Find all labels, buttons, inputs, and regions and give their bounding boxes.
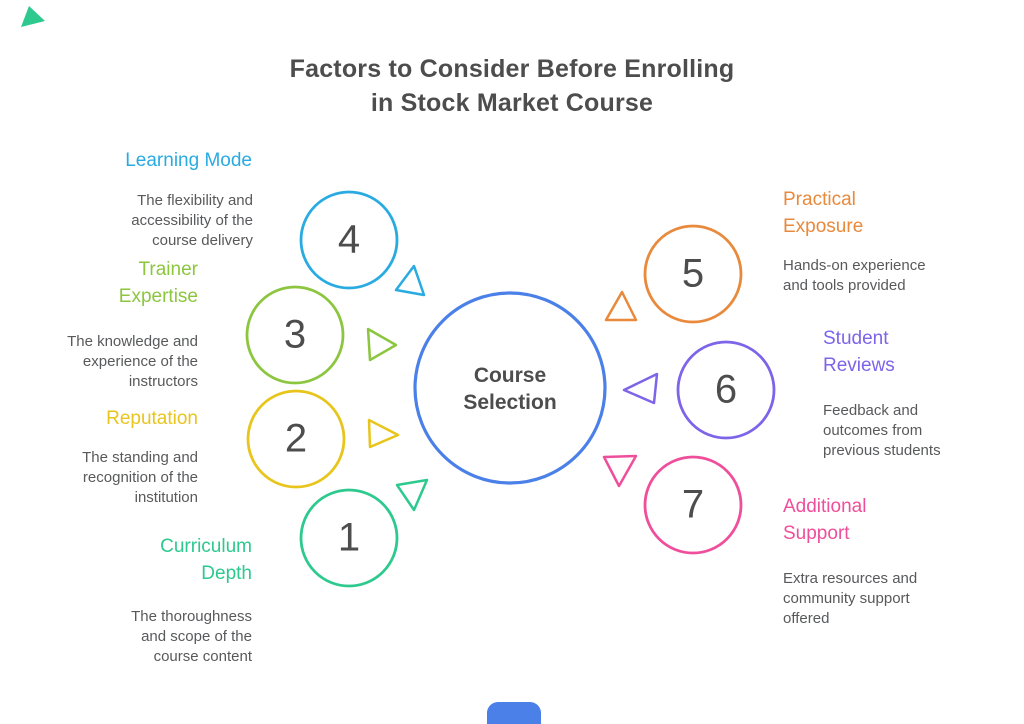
bottom-blob-decoration bbox=[487, 702, 541, 724]
factor-circle-2 bbox=[246, 389, 346, 489]
factor-number-3: 3 bbox=[283, 312, 307, 357]
factor-label-learning-mode: Learning Mode bbox=[125, 150, 252, 171]
factor-circle-3 bbox=[245, 285, 345, 385]
factor-desc-trainer-expertise: The knowledge and experience of the inst… bbox=[67, 333, 198, 390]
factor-label-practical-exposure: Practical Exposure bbox=[783, 189, 864, 237]
factor-number-2: 2 bbox=[284, 416, 308, 461]
factor-number-6: 6 bbox=[714, 367, 738, 412]
factor-desc-learning-mode: The flexibility and accessibility of the… bbox=[131, 192, 253, 249]
page-title-line2: in Stock Market Course bbox=[370, 89, 654, 117]
factor-label-curriculum-depth: Curriculum Depth bbox=[160, 536, 252, 584]
factor-number-1: 1 bbox=[337, 515, 361, 560]
factor-number-5: 5 bbox=[681, 251, 705, 296]
corner-triangle-decoration bbox=[21, 6, 45, 27]
page-title-line1: Factors to Consider Before Enrolling bbox=[289, 55, 735, 83]
factor-circle-4 bbox=[299, 190, 399, 290]
arrow-6-icon bbox=[622, 372, 659, 405]
factor-label-student-reviews: Student Reviews bbox=[823, 328, 895, 376]
factor-desc-reputation: The standing and recognition of the inst… bbox=[82, 449, 198, 506]
factor-circle-7 bbox=[643, 455, 743, 555]
arrow-3-icon bbox=[366, 327, 398, 362]
arrow-4-icon bbox=[394, 264, 426, 297]
factor-number-7: 7 bbox=[681, 482, 705, 527]
factor-desc-additional-support: Extra resources and community support of… bbox=[783, 570, 918, 627]
arrow-2-icon bbox=[367, 418, 400, 449]
factor-circle-1 bbox=[299, 488, 399, 588]
factor-number-4: 4 bbox=[337, 217, 361, 262]
arrow-5-icon bbox=[604, 290, 638, 322]
arrow-7-icon bbox=[602, 454, 638, 488]
center-circle bbox=[413, 291, 607, 485]
factor-label-trainer-expertise: Trainer Expertise bbox=[118, 259, 198, 307]
center-circle-label: Course Selection bbox=[463, 364, 557, 414]
arrow-1-icon bbox=[395, 478, 429, 512]
factor-desc-curriculum-depth: The thoroughness and scope of the course… bbox=[131, 608, 252, 665]
factor-circle-5 bbox=[643, 224, 743, 324]
factor-desc-student-reviews: Feedback and outcomes from previous stud… bbox=[823, 402, 941, 459]
page-title: Factors to Consider Before Enrolling in … bbox=[0, 52, 1024, 120]
factor-label-additional-support: Additional Support bbox=[783, 496, 867, 544]
factor-label-reputation: Reputation bbox=[106, 408, 198, 429]
factor-desc-practical-exposure: Hands-on experience and tools provided bbox=[783, 257, 926, 294]
factor-circle-6 bbox=[676, 340, 776, 440]
